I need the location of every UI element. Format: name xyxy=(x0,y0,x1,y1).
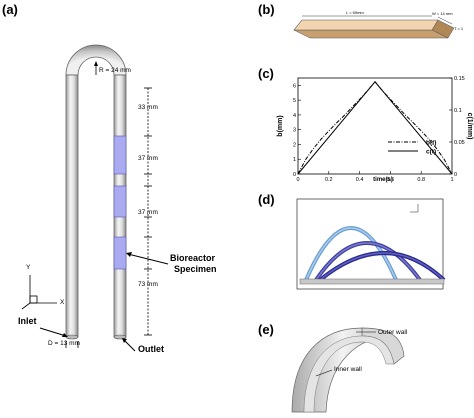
panel-b: L = 69mm W = 14 mm T = 1 xyxy=(280,0,474,60)
y-left-tick-label-0: 0 xyxy=(293,172,296,178)
axis-x-label: X xyxy=(60,299,65,306)
slab-thickness-label: T = 1 xyxy=(454,26,464,31)
specimen-slab xyxy=(293,15,455,39)
specimen-2 xyxy=(113,185,127,218)
x-tick-label-0: 0 xyxy=(296,177,299,183)
deformed-specimen-medium-inner xyxy=(315,242,421,281)
slab-width-dim xyxy=(437,16,453,25)
slab-length-label: L = 69mm xyxy=(346,10,364,15)
tube-left-leg xyxy=(65,74,79,338)
series-line-ct xyxy=(297,81,453,175)
specimen-1 xyxy=(113,135,127,175)
segment-label-3: 37 mm xyxy=(138,209,158,216)
panel-label-d: (d) xyxy=(258,192,275,207)
y-left-axis-label: b(mm) xyxy=(277,115,284,136)
y-left-tick-label-4: 4 xyxy=(293,113,296,119)
segment-label-1: 33 mm xyxy=(138,104,158,111)
panel-label-c: (c) xyxy=(258,66,274,81)
inner-wall-surface xyxy=(303,335,395,413)
panel-label-e: (e) xyxy=(258,322,274,337)
x-tick-label-4: 0.8 xyxy=(417,177,425,183)
view-triad xyxy=(410,204,419,213)
slab-top xyxy=(293,19,439,31)
x-tick-label-2: 0.4 xyxy=(356,177,364,183)
panel-d xyxy=(296,198,450,292)
outlet-pointer-head xyxy=(122,338,127,343)
specimen-3 xyxy=(113,236,127,270)
legend-label-1: c(t) xyxy=(426,149,436,156)
axes-triad xyxy=(21,275,57,310)
y-left-tick-label-6: 6 xyxy=(293,83,296,89)
inlet-pointer xyxy=(39,327,67,337)
y-left-tick-label-3: 3 xyxy=(293,128,296,134)
specimen-label-line1: Bioreactor xyxy=(170,253,216,263)
diameter-label: D = 13 mm xyxy=(48,340,80,347)
x-tick-label-1: 0.2 xyxy=(325,177,333,183)
radius-label: R = 24 mm xyxy=(99,67,131,74)
y-right-axis-label: c(1/mm) xyxy=(466,113,473,140)
inner-wall-pointer xyxy=(315,369,333,377)
y-right-tick-label-0: 0 xyxy=(454,172,457,178)
x-tick-label-5: 1 xyxy=(450,177,453,183)
y-right-tick-label-1: 0.05 xyxy=(454,140,465,146)
panel-a: R = 24 mm 33 mm 37 mm 37 mm 73 mm Biorea… xyxy=(18,44,217,354)
flat-specimen xyxy=(299,278,445,285)
inlet-pointer-head xyxy=(62,333,68,337)
outlet-label: Outlet xyxy=(138,344,164,354)
tube-bend xyxy=(65,44,127,76)
radius-arrowhead xyxy=(94,61,98,66)
axis-y-label: Y xyxy=(26,264,31,271)
x-axis-label: time(s) xyxy=(373,177,393,183)
panel-label-b: (b) xyxy=(258,2,275,17)
u-tube-diagram xyxy=(21,44,169,352)
inner-wall-label: Inner wall xyxy=(334,366,362,373)
y-left-tick-label-2: 2 xyxy=(293,142,296,148)
specimen-pointer xyxy=(127,253,169,265)
specimen-label-line2: Specimen xyxy=(174,264,217,274)
deformed-specimen-large-inner xyxy=(305,227,397,281)
legend-label-0: b(t) xyxy=(426,140,436,147)
specimen-deformation-view xyxy=(296,198,446,290)
y-right-tick-label-3: 0.15 xyxy=(454,76,465,82)
deformed-specimen-small-inner xyxy=(319,252,445,281)
segment-label-4: 73 mm xyxy=(138,281,158,288)
panel-e: Outer wall Inner wall xyxy=(282,324,474,418)
segment-label-2: 37 mm xyxy=(138,155,158,162)
panel-label-a: (a) xyxy=(2,2,18,17)
slab-width-label: W = 14 mm xyxy=(432,11,453,16)
y-left-tick-label-5: 5 xyxy=(293,98,296,104)
outer-wall-label: Outer wall xyxy=(378,329,408,336)
x-tick-label-3: 0.6 xyxy=(387,177,395,183)
curved-specimen-3d xyxy=(291,327,405,413)
y-left-tick-label-1: 1 xyxy=(293,157,296,163)
series-line-bt xyxy=(297,81,453,175)
outlet-opening xyxy=(113,334,127,340)
dimension-line xyxy=(144,87,152,336)
slab-side xyxy=(293,29,449,39)
outlet-pointer xyxy=(123,339,136,352)
plot-frame xyxy=(297,77,453,175)
y-right-tick-label-2: 0.1 xyxy=(454,108,462,114)
inlet-label: Inlet xyxy=(18,316,37,326)
specimen-pointer-head xyxy=(126,252,132,257)
